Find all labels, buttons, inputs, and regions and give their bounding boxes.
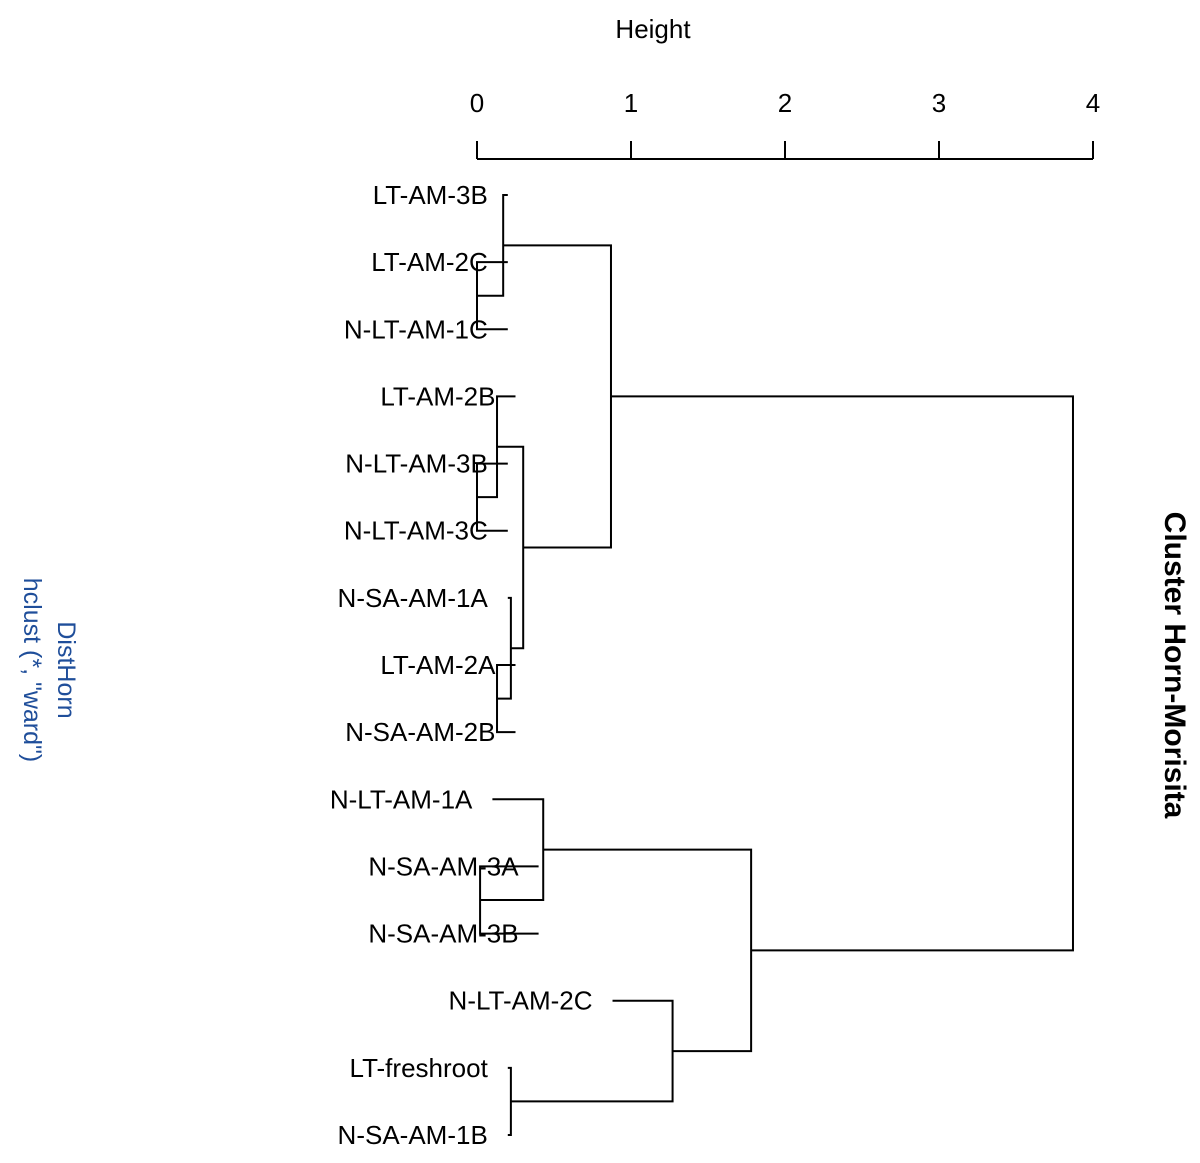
- dendrogram-branches: [476, 194, 1074, 1136]
- merge-branch: [507, 1066, 512, 1136]
- leaf-label: N-SA-AM-2B: [345, 717, 495, 747]
- merge-branch: [503, 244, 612, 549]
- leaf-label: N-LT-AM-1A: [330, 784, 473, 814]
- chart-title: Cluster Horn-Morisita: [1158, 512, 1191, 819]
- merge-branch: [497, 596, 512, 700]
- side-text-line-1: DistHorn: [52, 621, 80, 718]
- leaf-label: N-SA-AM-3B: [368, 919, 518, 949]
- height-axis: 0 1 2 3 4: [470, 88, 1100, 160]
- merge-branch: [610, 395, 1074, 952]
- axis-tick-label: 3: [932, 88, 946, 118]
- leaf-label: N-LT-AM-3B: [345, 449, 488, 479]
- leaf-label: LT-freshroot: [350, 1053, 489, 1083]
- axis-tick-label: 1: [624, 88, 638, 118]
- merge-branch: [510, 999, 674, 1103]
- side-text-line-2: hclust (*, "ward"): [18, 578, 46, 762]
- leaf-labels: LT-AM-3B LT-AM-2C N-LT-AM-1C LT-AM-2B N-LT-A…: [330, 180, 593, 1150]
- leaf-label: N-LT-AM-1C: [344, 314, 488, 344]
- leaf-label: N-LT-AM-3C: [344, 516, 488, 546]
- axis-tick-label: 2: [778, 88, 792, 118]
- leaf-label: LT-AM-2B: [380, 381, 495, 411]
- leaf-label: LT-AM-2A: [380, 650, 496, 680]
- leaf-label: N-LT-AM-2C: [449, 986, 593, 1016]
- leaf-label: LT-AM-2C: [371, 247, 488, 277]
- merge-branch: [543, 848, 753, 1053]
- axis-label: Height: [615, 14, 691, 44]
- leaf-label: LT-AM-3B: [373, 180, 488, 210]
- merge-branch: [480, 798, 545, 901]
- leaf-label: N-SA-AM-1B: [338, 1120, 488, 1150]
- leaf-label: N-SA-AM-1A: [338, 583, 489, 613]
- axis-tick-label: 4: [1086, 88, 1100, 118]
- leaf-label: N-SA-AM-3A: [368, 851, 519, 881]
- axis-tick-label: 0: [470, 88, 484, 118]
